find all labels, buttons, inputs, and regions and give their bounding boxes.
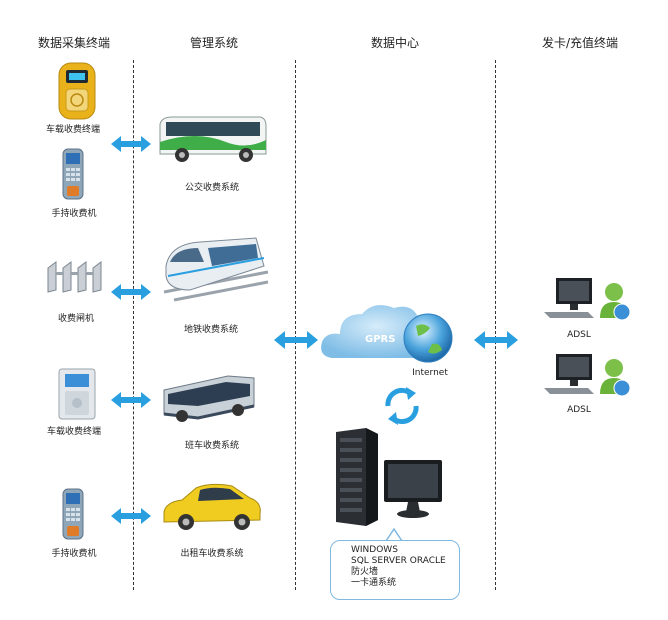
vehicle-terminal-grey-icon <box>58 368 96 420</box>
double-arrow-icon <box>111 136 151 152</box>
globe-label: Internet <box>412 368 448 378</box>
callout-pointer <box>385 527 403 542</box>
bus-icon <box>159 116 267 162</box>
client-label-adsl-1: ADSL <box>567 330 591 340</box>
terminal-label-handheld-1: 手持收费机 <box>51 209 97 219</box>
column-header-management: 管理系统 <box>189 36 239 50</box>
shuttle-bus-icon <box>163 375 255 422</box>
double-arrow-icon <box>111 508 151 524</box>
server-info-db: SQL SERVER ORACLE <box>351 556 446 566</box>
double-arrow-icon <box>474 331 518 349</box>
server-info-firewall: 防火墙 <box>351 567 379 577</box>
system-label-bus: 公交收费系统 <box>184 183 240 193</box>
turnstile-gate-icon <box>47 261 102 293</box>
system-label-taxi: 出租车收费系统 <box>180 549 244 559</box>
handheld-terminal-icon <box>62 148 84 200</box>
cloud-label: GPRS <box>365 334 396 345</box>
column-header-data-collection: 数据采集终端 <box>37 36 111 50</box>
terminal-label-gate: 收费闸机 <box>57 314 95 324</box>
server-info-system: 一卡通系统 <box>351 578 397 588</box>
vehicle-terminal-icon <box>58 62 96 120</box>
column-header-datacenter: 数据中心 <box>370 36 420 50</box>
server-info-os: WINDOWS <box>351 545 398 555</box>
column-separator-3 <box>495 60 496 590</box>
system-label-metro: 地铁收费系统 <box>183 325 239 335</box>
server-info-callout: WINDOWS SQL SERVER ORACLE 防火墙 一卡通系统 <box>330 540 460 600</box>
taxi-icon <box>163 483 261 530</box>
monitor-icon <box>384 460 442 518</box>
server-rack-icon <box>336 428 378 526</box>
adsl-client-icon <box>544 278 631 321</box>
column-separator-1 <box>133 60 134 590</box>
client-label-adsl-2: ADSL <box>567 405 591 415</box>
terminal-label-vehicle-1: 车载收费终端 <box>45 125 101 135</box>
terminal-label-handheld-2: 手持收费机 <box>51 549 97 559</box>
system-label-shuttle: 班车收费系统 <box>184 441 240 451</box>
sync-arrows-icon <box>385 387 419 425</box>
double-arrow-icon <box>111 392 151 408</box>
column-separator-2 <box>295 60 296 590</box>
gprs-cloud-icon <box>321 305 453 363</box>
metro-train-icon <box>163 237 269 302</box>
column-header-card-issue: 发卡/充值终端 <box>541 36 619 50</box>
adsl-client-icon <box>544 354 631 397</box>
terminal-label-vehicle-2: 车载收费终端 <box>46 427 102 437</box>
double-arrow-icon <box>111 284 151 300</box>
handheld-terminal-2-icon <box>62 488 84 540</box>
double-arrow-icon <box>274 331 318 349</box>
